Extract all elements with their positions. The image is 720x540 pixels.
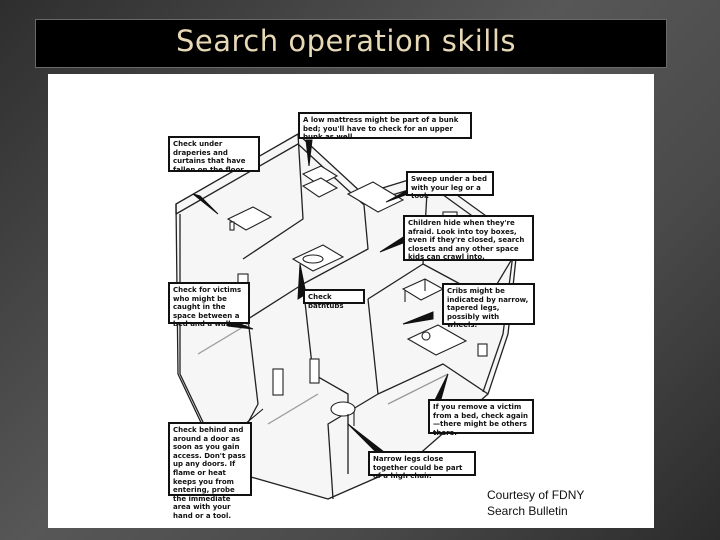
callout-children: Children hide when they're afraid. Look … — [403, 215, 534, 261]
title-bar: Search operation skills — [36, 20, 666, 67]
callout-mattress: A low mattress might be part of a bunk b… — [298, 112, 472, 141]
callout-door: Check behind and around a door as soon a… — [168, 422, 252, 520]
credit-line-1: Courtesy of FDNY — [487, 488, 585, 502]
slide-title: Search operation skills — [176, 24, 516, 58]
callout-victims: Check for victims who might be caught in… — [168, 282, 250, 328]
illustration-frame: A low mattress might be part of a bunk b… — [48, 74, 654, 528]
credit-line-2: Search Bulletin — [487, 504, 568, 518]
callout-remove: If you remove a victim from a bed, check… — [428, 399, 534, 437]
callout-draperies: Check under draperies and curtains that … — [168, 136, 260, 174]
callout-cribs: Cribs might be indicated by narrow, tape… — [442, 283, 535, 329]
callout-bathtubs: Check bathtubs — [303, 289, 365, 310]
callout-sweep: Sweep under a bed with your leg or a too… — [406, 171, 494, 200]
image-credit: Courtesy of FDNY Search Bulletin — [487, 487, 584, 519]
callout-legs: Narrow legs close together could be part… — [368, 451, 476, 480]
